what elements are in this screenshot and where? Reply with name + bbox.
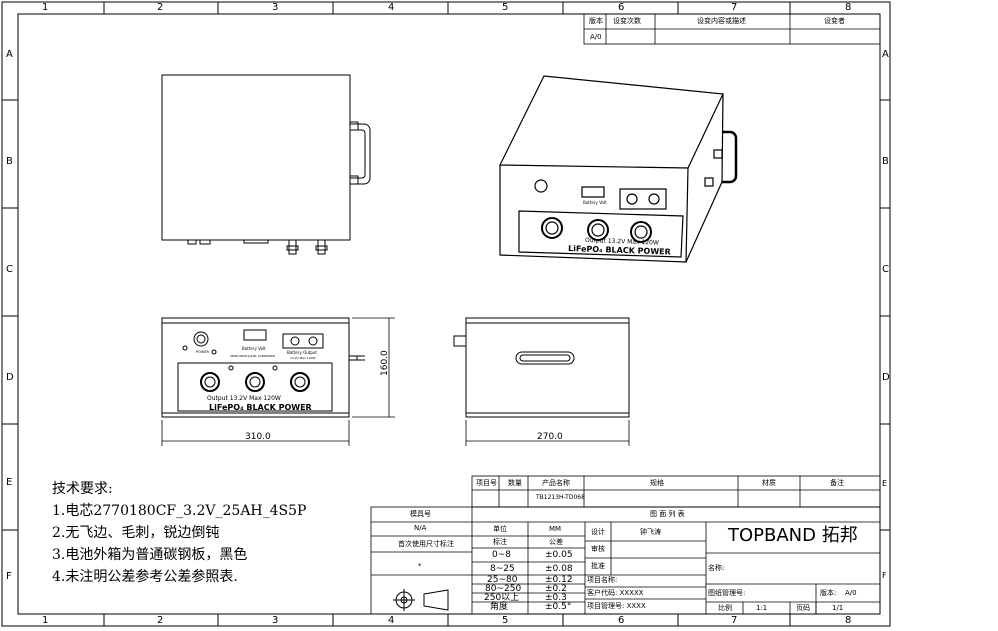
outer-frame <box>1 1 891 627</box>
dim-height: 160.0 <box>380 350 390 376</box>
page-value: 1/1 <box>832 604 844 612</box>
parts-header-item: 项目号 <box>476 479 497 487</box>
design-label: 设计 <box>591 528 605 536</box>
rev-value-version: A/0 <box>590 33 602 41</box>
front-brand-label: LiFePO₄ BLACK POWER <box>209 403 312 412</box>
parts-header-qty: 数量 <box>508 479 522 487</box>
std-label: 标注 <box>493 538 507 546</box>
tol-value-1: ±0.05 <box>545 550 573 560</box>
side-view <box>453 317 630 418</box>
rev-header-author: 设变者 <box>824 17 845 25</box>
dim-width-front: 310.0 <box>245 432 271 442</box>
top-view <box>161 74 371 255</box>
title-block-lines <box>370 506 881 615</box>
scale-label: 比例 <box>718 604 732 612</box>
notes-title: 技术要求: <box>52 481 113 497</box>
tol-value-4: ±0.2 <box>545 584 567 594</box>
dim-note-value: * <box>418 562 422 570</box>
front-dimensions <box>161 317 395 446</box>
project-mgr-label: 项目管理号: XXXX <box>587 602 646 610</box>
std-value: 公差 <box>549 538 563 546</box>
page-label: 页码 <box>796 604 810 612</box>
tol-range-2: 8~25 <box>490 564 515 574</box>
projection-symbol-icon <box>393 589 449 611</box>
tol-range-1: 0~8 <box>492 550 511 560</box>
iso-volt-label: Battery Volt <box>583 200 607 205</box>
tol-range-3: 25~80 <box>487 575 518 585</box>
unit-label: 单位 <box>493 525 507 533</box>
front-small-label-2: 13.2V Max 120W <box>290 356 316 360</box>
approve-label: 批准 <box>591 562 605 570</box>
tol-range-4: 80~250 <box>485 584 522 594</box>
dim-width-side: 270.0 <box>537 432 563 442</box>
parts-header-material: 材质 <box>762 479 776 487</box>
note-item-4: 4.未注明公差参考公差参照表. <box>52 569 238 585</box>
front-volt-label: Battery Volt <box>242 346 266 351</box>
note-item-2: 2.无飞边、毛刺，锐边倒钝 <box>52 525 220 541</box>
drawing-no-label: 图纸管理号: <box>708 589 746 597</box>
parts-header-spec: 规格 <box>650 479 664 487</box>
rev-header-count: 设变次数 <box>613 17 641 25</box>
model-value: N/A <box>414 524 427 532</box>
technical-notes: 技术要求: 1.电芯2770180CF_3.2V_25AH_4S5P 2.无飞边… <box>52 478 306 588</box>
parts-header-remark: 备注 <box>830 479 844 487</box>
iso-brand-label: LiFePO₄ BLACK POWER <box>568 244 671 257</box>
company-logo-text: TOPBAND 拓邦 <box>728 525 858 546</box>
front-output-small-label: Battery Output <box>287 350 317 355</box>
scale-value: 1:1 <box>756 604 768 612</box>
name-label: 名称: <box>708 564 725 572</box>
tol-range-5: 250以上 <box>484 593 520 603</box>
iso-output-label: Output 13.2V Max 120W <box>585 237 659 247</box>
note-item-1: 1.电芯2770180CF_3.2V_25AH_4S5P <box>52 503 307 519</box>
design-value: 钟飞涛 <box>640 528 661 536</box>
parts-list-lines <box>471 475 881 508</box>
tol-value-3: ±0.12 <box>545 575 573 585</box>
tol-value-2: ±0.08 <box>545 564 573 574</box>
front-output-label: Output 13.2V Max 120W <box>207 395 281 402</box>
note-item-3: 3.电池外箱为普通碳钢板，黑色 <box>52 547 248 563</box>
revision-table-lines <box>583 13 881 45</box>
front-view <box>161 317 365 418</box>
zone-ticks <box>2 2 890 626</box>
front-power-label: POWER <box>196 350 210 354</box>
version-value: A/0 <box>845 589 857 597</box>
isometric-view <box>499 75 738 263</box>
version-label: 版本: <box>820 589 837 597</box>
tol-value-6: ±0.5° <box>545 602 572 612</box>
front-small-label-1: SMSP-0808-Jet-BL ACBPOWER <box>230 354 275 358</box>
model-label: 模具号 <box>410 510 431 518</box>
rev-header-version: 版本 <box>589 17 603 25</box>
parts-header-name: 产品名称 <box>542 479 570 487</box>
review-label: 审核 <box>591 545 605 553</box>
customer-code-label: 客户代码: XXXXX <box>587 589 644 597</box>
parts-value-name: TB1213H-TD068 <box>536 494 585 501</box>
dim-note-label: 首次使用尺寸标注 <box>398 540 454 548</box>
parts-footer: 图 面 列 表 <box>650 510 685 518</box>
tol-value-5: ±0.3 <box>545 593 567 603</box>
unit-value: MM <box>549 525 562 533</box>
rev-header-desc: 设变内容或描述 <box>697 17 746 25</box>
side-dimensions <box>465 420 630 446</box>
tol-range-6: 角度 <box>490 602 509 612</box>
project-name-label: 项目名称: <box>587 576 618 584</box>
